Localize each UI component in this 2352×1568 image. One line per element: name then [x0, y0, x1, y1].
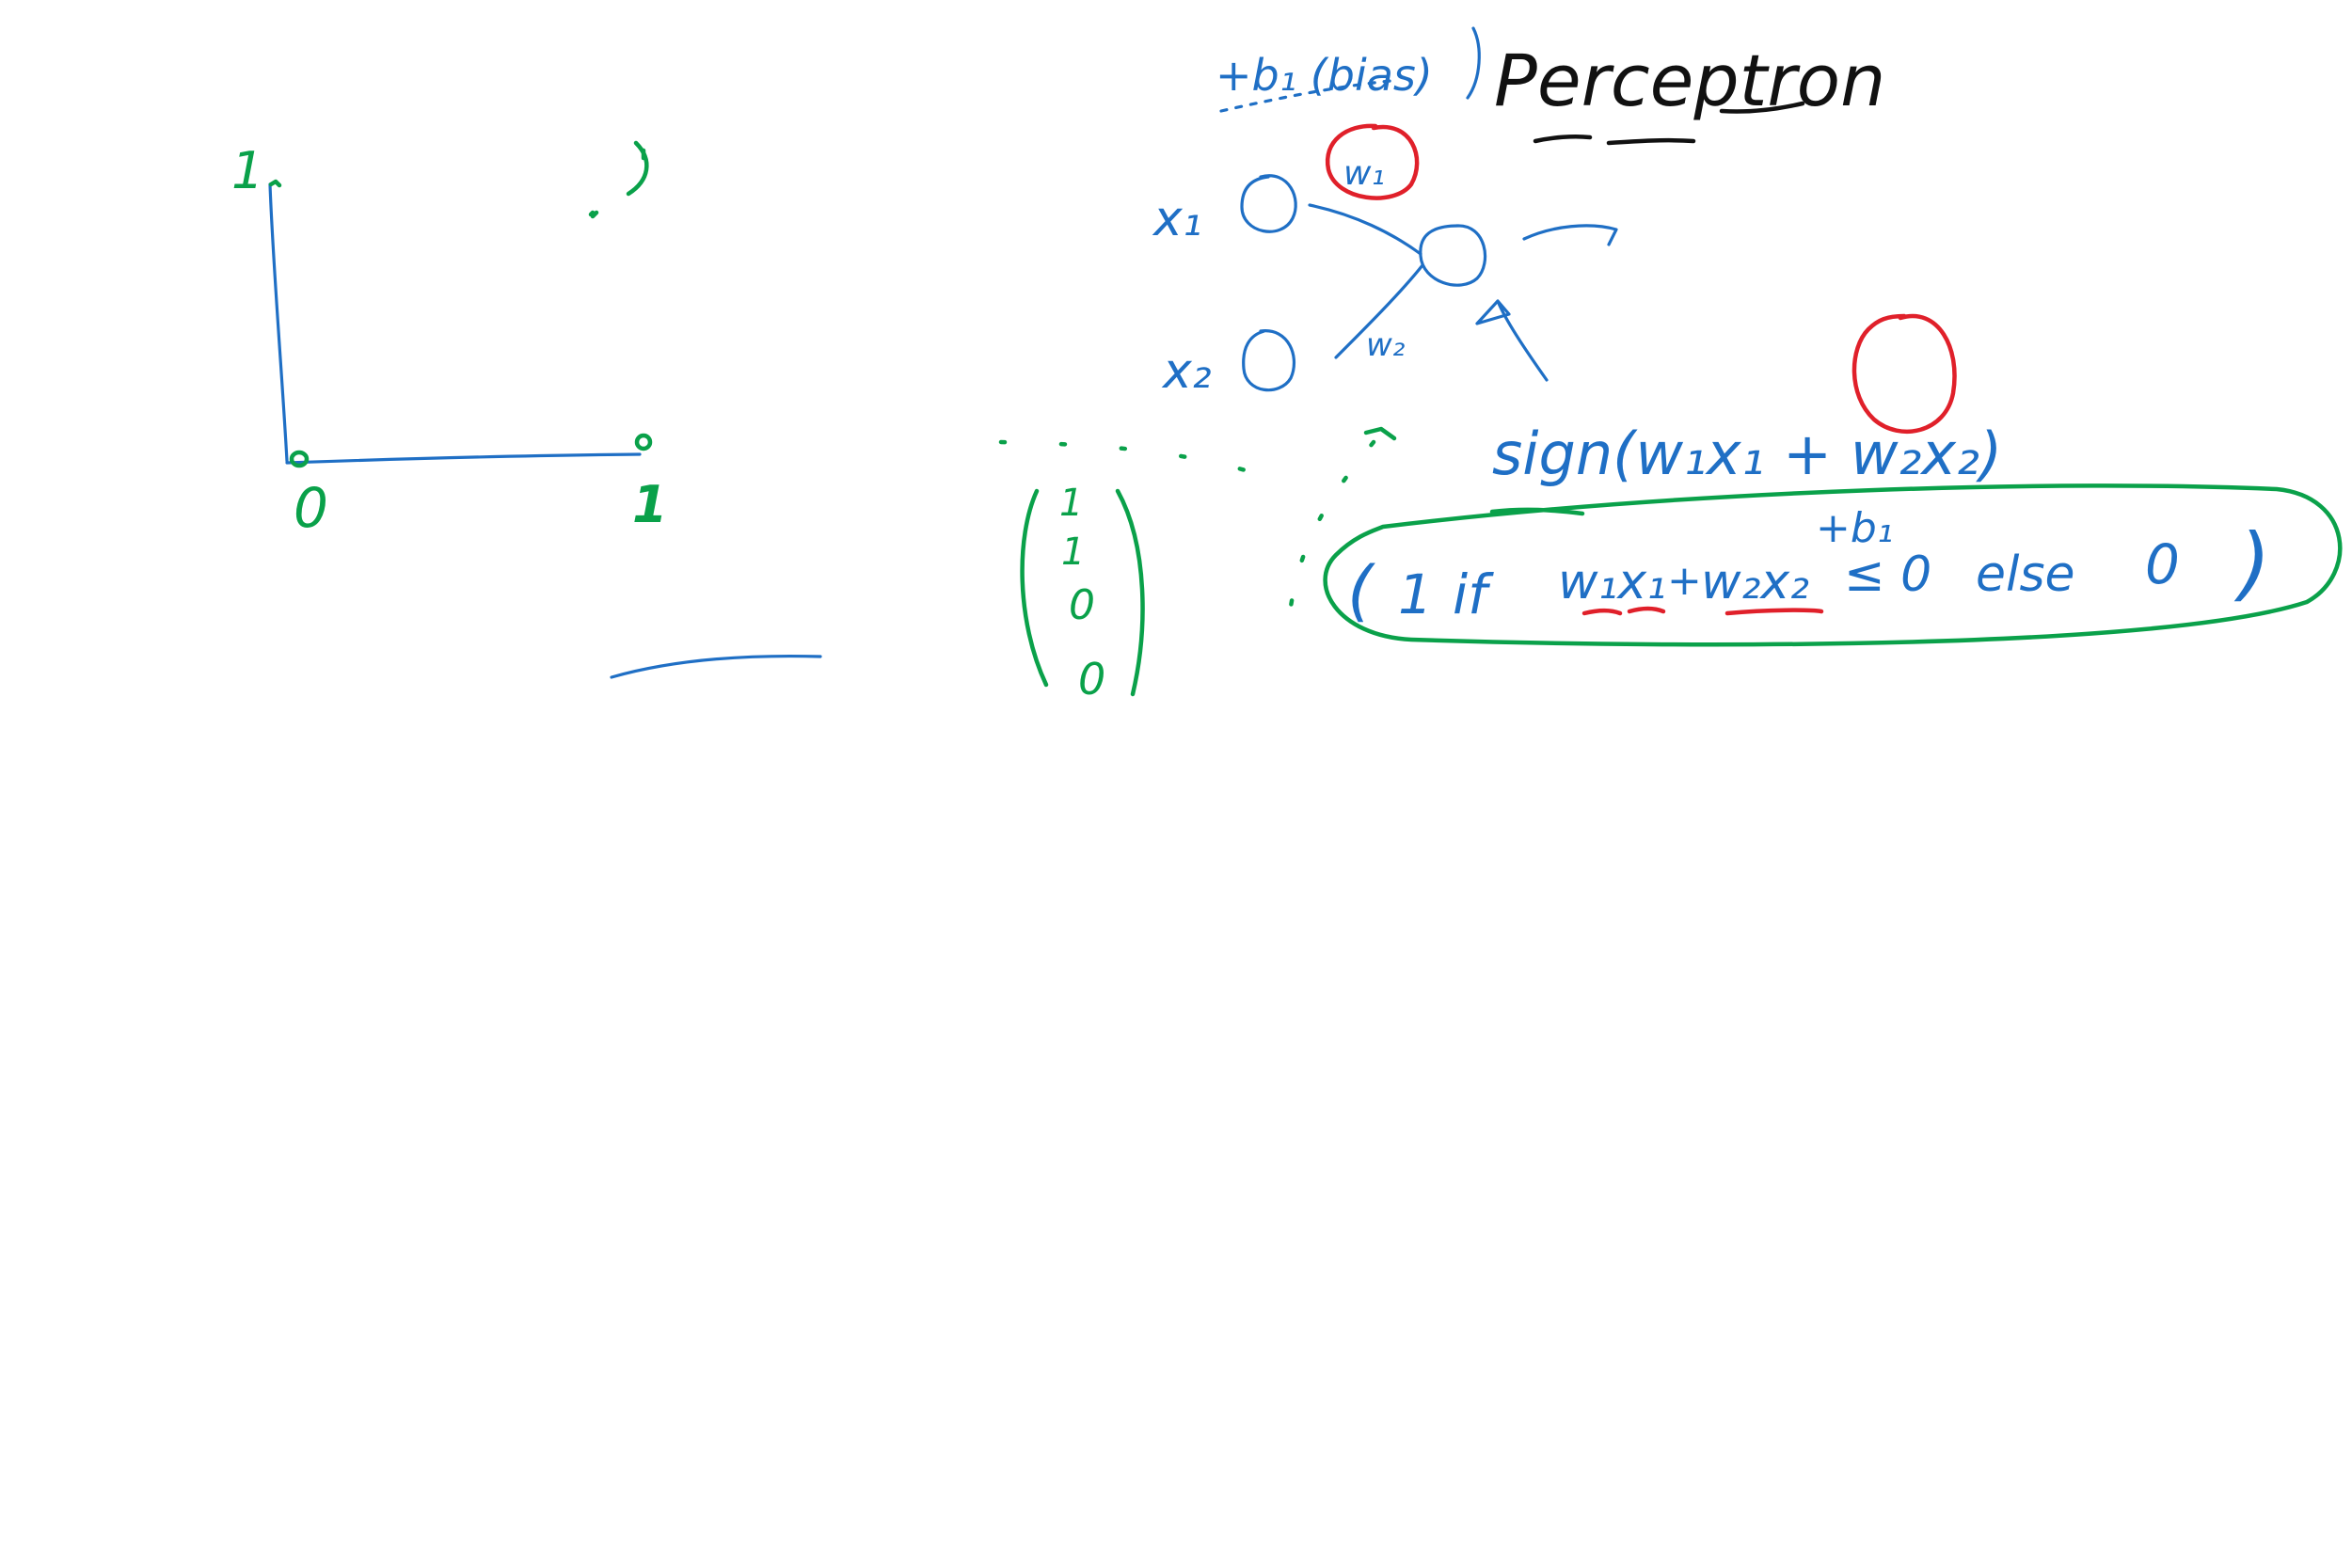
red-underline-w2x2: [1724, 608, 1824, 616]
pointer-arrow: [1475, 299, 1549, 382]
vector-entry-3: 0: [1069, 581, 1095, 629]
bias-note-text: +b₁ (bias): [1216, 50, 1433, 101]
vector-left-bracket: [1020, 488, 1049, 688]
point-origin: [289, 450, 310, 468]
rule-plus: +: [1667, 557, 1702, 605]
title-underline-1: [1533, 134, 1593, 144]
rule-compare: ≤ 0: [1844, 546, 1931, 603]
blue-underline-stroke: [610, 654, 822, 679]
bias-note: +b₁ (bias): [1216, 26, 1481, 113]
bias-term: +b₁: [1816, 504, 1893, 552]
title-underline-2: [1606, 137, 1696, 146]
y-axis: [268, 182, 289, 463]
weight-2-label: w₂: [1366, 326, 1406, 364]
rule-enclosure: [1323, 483, 2343, 647]
x-tick-label: 1: [632, 475, 668, 534]
vector-entry-4: 0: [1078, 654, 1105, 705]
vector-entry-2: 1: [1061, 531, 1085, 574]
title-group: Perceptron: [1494, 39, 1885, 146]
green-dashed-arrow: [998, 426, 1397, 624]
rule-w2x2: w₂x₂: [1701, 554, 1809, 610]
red-underline-w1: [1581, 608, 1623, 616]
rule-zero: 0: [2145, 532, 2180, 596]
rule-else: else: [1976, 546, 2075, 603]
rule-w1x1: w₁x₁: [1558, 554, 1666, 610]
input-1-label: x₁: [1152, 191, 1202, 247]
point-xy-paren: [626, 140, 649, 197]
xy-graph: 1 0 1: [231, 140, 668, 540]
perceptron-diagram: x₁ x₂ w₁ w₂: [1152, 123, 1618, 400]
y-tick-label: 1: [231, 141, 263, 200]
page-title: Perceptron: [1494, 39, 1885, 122]
title-underline-3: [1719, 101, 1805, 114]
vector-entry-1: 1: [1059, 482, 1083, 525]
bias-scribble: [1219, 79, 1392, 113]
red-underline-x1: [1627, 606, 1666, 614]
red-highlight-circle: [1851, 313, 1957, 434]
output-arrow: [1522, 224, 1618, 246]
column-vector: 1 1 0 0: [1020, 482, 1145, 705]
rule-if: if: [1453, 562, 1494, 626]
formula: sign(w₁x₁ + w₂x₂) +b₁ ( 1 if w₁x₁ + w₂x₂…: [1323, 420, 2343, 647]
weight-1-label: w₁: [1343, 154, 1385, 193]
edge-input-1: [1308, 203, 1422, 256]
point-y1: [268, 179, 282, 188]
rule-close-paren: ): [2233, 516, 2271, 610]
input-2-node: [1242, 329, 1295, 392]
origin-label: 0: [294, 476, 328, 540]
rule-one: 1: [1398, 562, 1433, 626]
weight-1-circle: [1325, 123, 1420, 200]
input-1-node: [1240, 174, 1297, 233]
bias-bracket: [1466, 26, 1481, 100]
sign-formula: sign(w₁x₁ + w₂x₂): [1492, 420, 2002, 488]
output-node: [1419, 224, 1486, 287]
point-xy: [588, 210, 599, 219]
edge-input-2: [1334, 263, 1424, 359]
x-axis: [285, 452, 642, 465]
rule-open-paren: (: [1347, 552, 1375, 629]
point-x1: [634, 433, 653, 451]
vector-right-bracket: [1115, 488, 1145, 697]
input-2-label: x₂: [1161, 343, 1212, 400]
